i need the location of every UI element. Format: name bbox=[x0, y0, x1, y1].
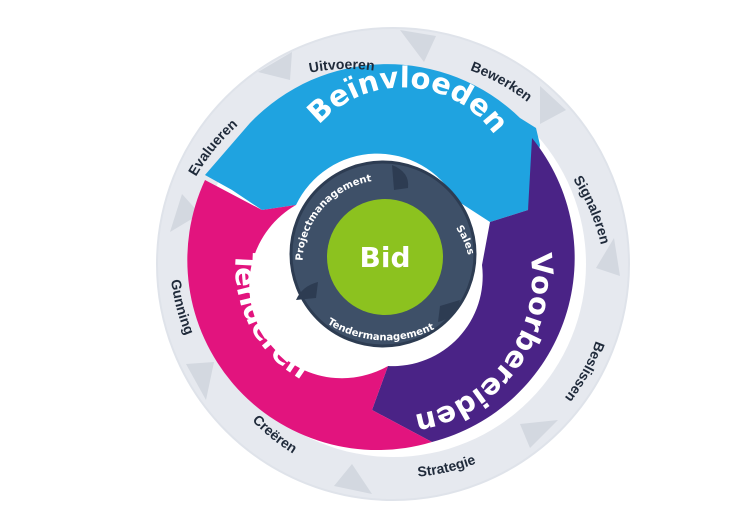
center-label: Bid bbox=[360, 241, 411, 274]
center-circle bbox=[327, 199, 443, 315]
outer-label-uitvoeren: Uitvoeren bbox=[307, 56, 375, 76]
phase-bands bbox=[187, 64, 575, 451]
phase-band-beinvloeden bbox=[205, 64, 540, 222]
phase-band-tenderen bbox=[187, 180, 432, 451]
phase-band-voorbereiden bbox=[372, 138, 575, 442]
